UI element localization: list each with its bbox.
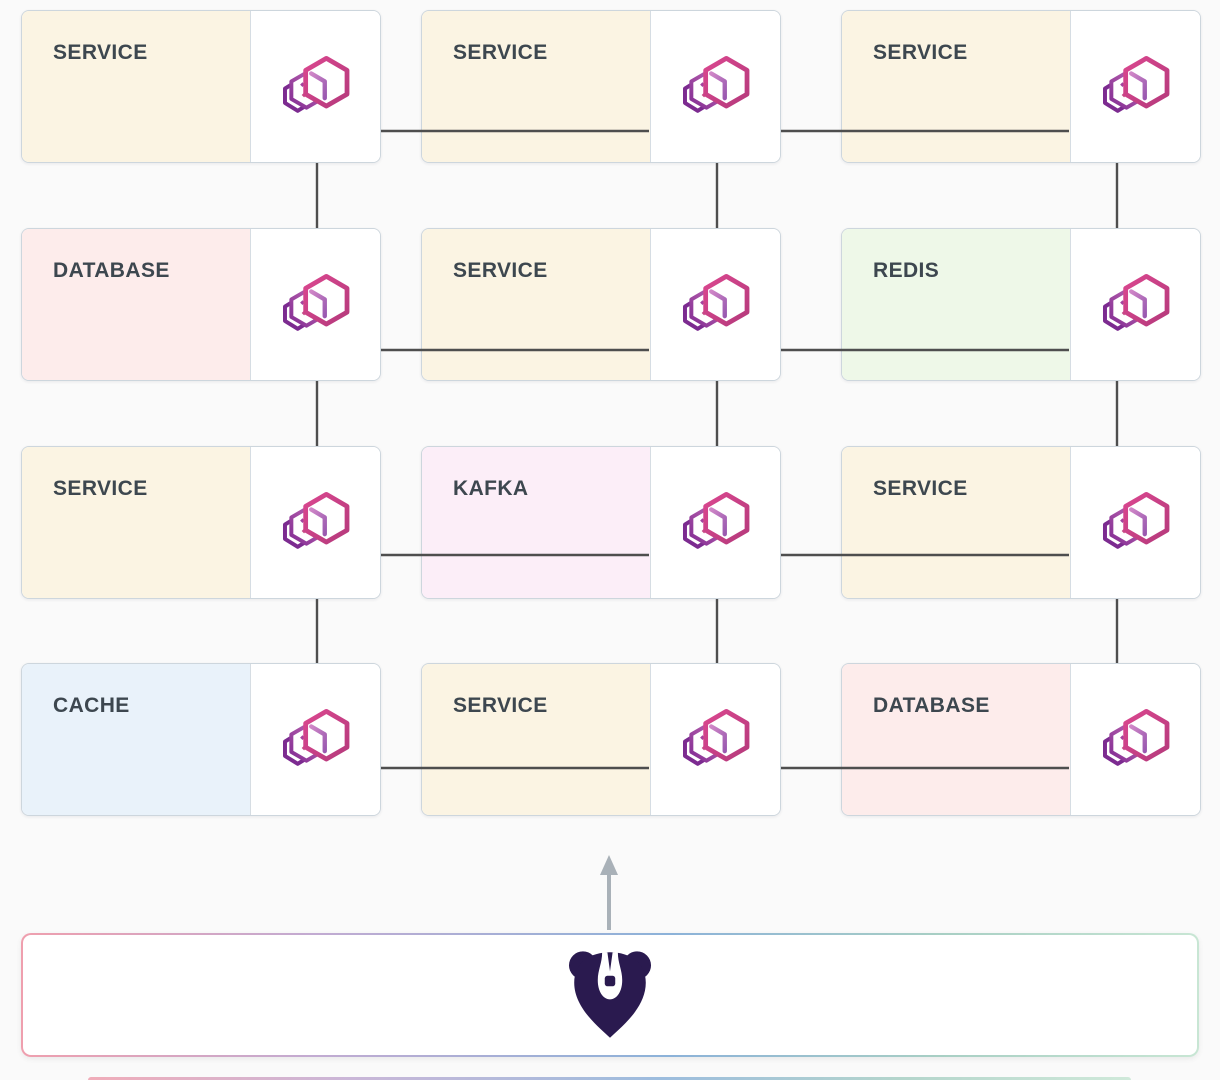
node-label: SERVICE <box>873 41 968 64</box>
node-icon-area <box>650 11 780 162</box>
node-label: SERVICE <box>873 477 968 500</box>
node-cache-r4c1[interactable]: CACHE <box>21 663 381 816</box>
node-service-r1c1[interactable]: SERVICE <box>21 10 381 163</box>
container-hexagons-icon <box>1096 488 1176 558</box>
node-label: SERVICE <box>53 477 148 500</box>
node-label: CACHE <box>53 694 130 717</box>
node-label: KAFKA <box>453 477 529 500</box>
node-label-area: SERVICE <box>422 664 650 815</box>
node-icon-area <box>250 229 380 380</box>
runtime-banner[interactable] <box>21 933 1199 1057</box>
node-icon-area <box>1070 229 1200 380</box>
node-icon-area <box>650 664 780 815</box>
next-banner-edge <box>88 1077 1131 1080</box>
node-label: SERVICE <box>453 41 548 64</box>
node-icon-area <box>1070 11 1200 162</box>
container-hexagons-icon <box>676 270 756 340</box>
node-service-r3c3[interactable]: SERVICE <box>841 446 1201 599</box>
bear-logo-icon <box>568 951 652 1038</box>
node-service-r2c2[interactable]: SERVICE <box>421 228 781 381</box>
node-label-area: DATABASE <box>22 229 250 380</box>
runtime-banner-inner <box>23 935 1197 1055</box>
container-hexagons-icon <box>676 488 756 558</box>
container-hexagons-icon <box>276 270 356 340</box>
container-hexagons-icon <box>1096 52 1176 122</box>
container-hexagons-icon <box>276 705 356 775</box>
node-label-area: SERVICE <box>422 229 650 380</box>
node-label: SERVICE <box>453 259 548 282</box>
up-arrow-icon <box>600 855 618 930</box>
container-hexagons-icon <box>1096 270 1176 340</box>
node-label-area: REDIS <box>842 229 1070 380</box>
node-icon-area <box>650 229 780 380</box>
node-label-area: SERVICE <box>422 11 650 162</box>
node-service-r4c2[interactable]: SERVICE <box>421 663 781 816</box>
node-icon-area <box>250 447 380 598</box>
node-redis-r2c3[interactable]: REDIS <box>841 228 1201 381</box>
node-service-r1c2[interactable]: SERVICE <box>421 10 781 163</box>
node-label-area: SERVICE <box>842 447 1070 598</box>
node-icon-area <box>250 664 380 815</box>
node-label-area: DATABASE <box>842 664 1070 815</box>
container-hexagons-icon <box>1096 705 1176 775</box>
container-hexagons-icon <box>276 52 356 122</box>
node-label-area: SERVICE <box>842 11 1070 162</box>
node-database-r4c3[interactable]: DATABASE <box>841 663 1201 816</box>
node-icon-area <box>250 11 380 162</box>
node-label-area: KAFKA <box>422 447 650 598</box>
node-kafka-r3c2[interactable]: KAFKA <box>421 446 781 599</box>
node-icon-area <box>650 447 780 598</box>
container-hexagons-icon <box>276 488 356 558</box>
node-service-r1c3[interactable]: SERVICE <box>841 10 1201 163</box>
node-label: SERVICE <box>453 694 548 717</box>
container-hexagons-icon <box>676 705 756 775</box>
node-label: REDIS <box>873 259 940 282</box>
node-label-area: SERVICE <box>22 447 250 598</box>
node-label: DATABASE <box>873 694 990 717</box>
node-label-area: CACHE <box>22 664 250 815</box>
node-label-area: SERVICE <box>22 11 250 162</box>
node-database-r2c1[interactable]: DATABASE <box>21 228 381 381</box>
node-icon-area <box>1070 664 1200 815</box>
container-hexagons-icon <box>676 52 756 122</box>
node-label: DATABASE <box>53 259 170 282</box>
node-icon-area <box>1070 447 1200 598</box>
node-service-r3c1[interactable]: SERVICE <box>21 446 381 599</box>
node-label: SERVICE <box>53 41 148 64</box>
